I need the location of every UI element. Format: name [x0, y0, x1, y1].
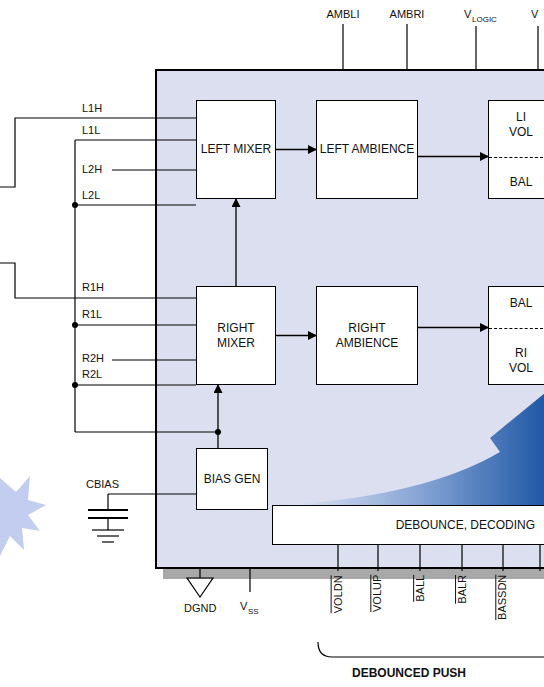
pin-name: VOLDN: [332, 575, 345, 613]
signal-name: L2L: [82, 189, 100, 202]
block-label: BAL: [489, 296, 539, 311]
signal-name: CBIAS: [86, 478, 119, 491]
block-label: LEFT MIXER: [201, 142, 271, 157]
signal-name: SS: [248, 607, 259, 616]
function-block: BAL RI VOL: [488, 286, 544, 385]
pin-name: BALL: [414, 575, 427, 602]
wires: [0, 24, 544, 657]
chip-body: [156, 70, 544, 568]
block-label: DEBOUNCE, DECODING: [396, 518, 535, 533]
function-block: BIAS GEN: [196, 448, 268, 510]
signal-arrow: [276, 335, 316, 336]
block-label: RIGHT MIXER: [197, 321, 275, 351]
block-label: LI VOL: [489, 110, 539, 140]
signal-arrow: [235, 199, 236, 286]
starburst: [0, 476, 46, 556]
function-block: RIGHT AMBIENCE: [316, 286, 418, 385]
function-block: LEFT MIXER: [196, 100, 276, 199]
signal-name: AMBLI: [326, 8, 359, 21]
signal-name: R1H: [82, 281, 104, 294]
signal-name: AMBRI: [390, 8, 425, 21]
signal-arrow: [418, 156, 488, 157]
function-block: RIGHT MIXER: [196, 286, 276, 385]
signal-name: L2H: [82, 163, 102, 176]
logic-bar: DEBOUNCE, DECODING: [272, 505, 544, 545]
signal-name: R1L: [82, 308, 102, 321]
pin-name: BALR: [456, 575, 469, 604]
signal-arrow: [276, 149, 316, 150]
pin-name: VOLUP: [372, 575, 385, 612]
signal-arrow: [217, 385, 218, 448]
chip-shadow: [163, 569, 544, 579]
group-caption: DEBOUNCED PUSH: [352, 667, 466, 681]
signal-name: LOGIC: [472, 15, 497, 24]
control-arrow: [285, 392, 544, 505]
block-label: RIGHT AMBIENCE: [317, 321, 417, 351]
signal-arrow: [418, 327, 488, 328]
block-label: BIAS GEN: [204, 472, 261, 487]
signal-name: R2H: [82, 352, 104, 365]
dashed-divider: [489, 157, 543, 158]
block-label: LEFT AMBIENCE: [320, 142, 414, 157]
signal-name: R2L: [82, 368, 102, 381]
function-block: LEFT AMBIENCE: [316, 100, 418, 199]
block-label: RI VOL: [489, 346, 539, 376]
block-label: BAL: [489, 175, 539, 190]
signal-name: DGND: [184, 602, 216, 615]
dashed-divider: [489, 328, 543, 329]
signal-name: V: [240, 600, 247, 613]
pin-name: BASSDN: [497, 575, 510, 620]
signal-name: V: [464, 8, 471, 21]
signal-name: L1H: [82, 102, 102, 115]
function-block: LI VOL BAL: [488, 100, 544, 199]
signal-name: L1L: [82, 124, 100, 137]
signal-name: V: [531, 8, 538, 21]
